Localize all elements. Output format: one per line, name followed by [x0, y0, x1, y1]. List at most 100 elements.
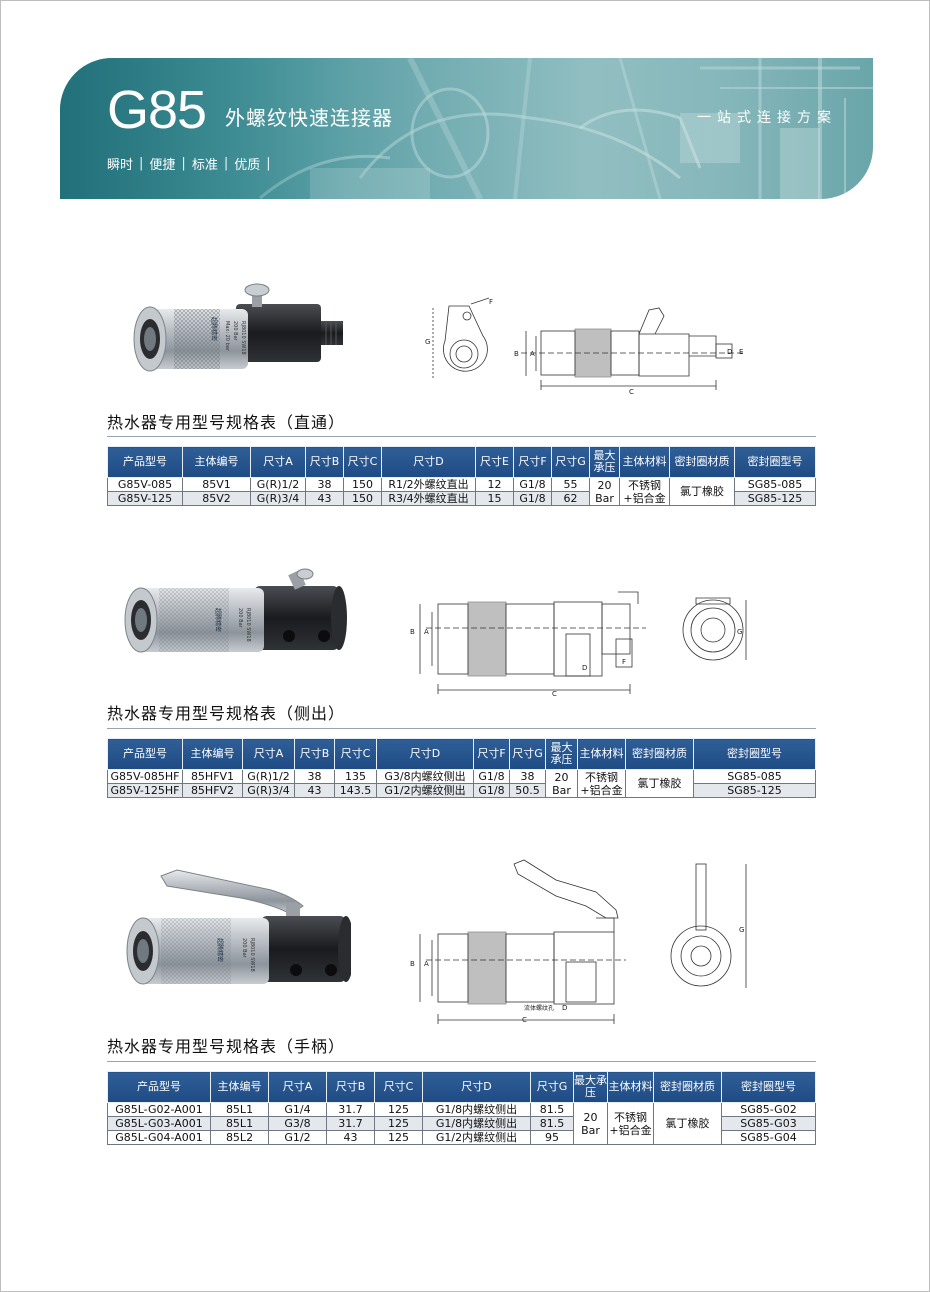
column-header: 尺寸D: [422, 1071, 531, 1103]
cell-seal-model: SG85-G02: [721, 1102, 816, 1117]
cell-dim-b: 31.7: [326, 1102, 375, 1117]
cell-dim-e: 15: [475, 491, 514, 506]
product-photo-straight: Max: 20 bar 200 Bar RJ8010 SW18 超腾精密: [133, 283, 343, 372]
photo-label-part: RJ8010 SW18: [245, 608, 251, 642]
section-divider: [107, 1061, 816, 1062]
cell-dim-f: G1/8: [513, 477, 552, 492]
column-header: 尺寸E: [475, 446, 514, 478]
dim-label: A: [424, 628, 429, 636]
cell-dim-a: G1/4: [268, 1102, 327, 1117]
column-header: 尺寸C: [334, 738, 377, 770]
product-photo-handle: 超腾精密 200 Bar RJ8010 SW18: [126, 869, 351, 985]
cell-body-no: 85HFV2: [182, 783, 243, 798]
column-header: 尺寸C: [374, 1071, 423, 1103]
table-row: G85V-085HF 85HFV1 G(R)1/2 38 135 G3/8内螺纹…: [107, 769, 816, 798]
dim-label: G: [737, 628, 742, 636]
cell-dim-d: R3/4外螺纹直出: [381, 491, 476, 506]
cell-dim-g: 62: [551, 491, 590, 506]
cell-material: 不锈钢+铝合金: [607, 1102, 654, 1145]
cell-seal-model: SG85-085: [693, 769, 816, 784]
cell-dim-b: 31.7: [326, 1116, 375, 1131]
cell-seal-material: 氯丁橡胶: [653, 1102, 722, 1145]
column-header: 尺寸B: [294, 738, 335, 770]
model-title: G85: [107, 80, 207, 140]
cell-dim-g: 81.5: [530, 1116, 574, 1131]
column-header: 最大承压: [545, 738, 578, 770]
cell-body-no: 85L1: [210, 1102, 269, 1117]
cell-dim-a: G(R)1/2: [250, 477, 306, 492]
cell-seal-material: 氯丁橡胶: [625, 769, 694, 798]
table-row: G85V-125 85V2 G(R)3/4 43 150 R3/4外螺纹直出 1…: [107, 491, 816, 506]
spec-table-straight: 产品型号 主体编号 尺寸A 尺寸B 尺寸C 尺寸D 尺寸E 尺寸F 尺寸G 最大…: [107, 446, 816, 506]
product-photo-side: 超腾精密 200 Bar RJ8010 SW18: [124, 568, 347, 653]
photo-label-part: RJ8010 SW18: [240, 321, 246, 355]
cell-model: G85V-085: [107, 477, 183, 492]
cell-body-no: 85V1: [182, 477, 251, 492]
column-header: 产品型号: [107, 738, 183, 770]
thread-hole-note: 流体螺纹孔: [524, 1004, 554, 1012]
brand-logo-text: 超腾精密: [216, 938, 224, 962]
cell-dim-d: R1/2外螺纹直出: [381, 477, 476, 492]
cell-material: 不锈钢+铝合金: [577, 769, 626, 798]
tag-separator: |: [181, 156, 186, 171]
cell-model: G85V-125HF: [107, 783, 183, 798]
tag-item: 标准: [191, 158, 218, 173]
dim-label: B: [410, 960, 415, 968]
technical-drawing-straight: G F B A D E C: [425, 297, 746, 396]
cell-body-no: 85V2: [182, 491, 251, 506]
cell-pressure: 20 Bar: [545, 769, 578, 798]
cell-dim-b: 38: [294, 769, 335, 784]
column-header: 尺寸B: [305, 446, 344, 478]
cell-dim-d: G1/2内螺纹侧出: [376, 783, 474, 798]
table-row: G85L-G04-A001 85L2 G1/2 43 125 G1/2内螺纹侧出…: [107, 1130, 816, 1145]
banner-subtitle: 外螺纹快速连接器: [225, 106, 393, 130]
table-row: G85L-G02-A001 85L1 G1/4 31.7 125 G1/8内螺纹…: [107, 1102, 816, 1145]
cell-dim-b: 43: [305, 491, 344, 506]
dim-label: G: [425, 338, 430, 346]
cell-body-no: 85HFV1: [182, 769, 243, 784]
column-header: 尺寸D: [376, 738, 474, 770]
cell-dim-a: G(R)3/4: [250, 491, 306, 506]
cell-model: G85L-G04-A001: [107, 1130, 211, 1145]
column-header: 尺寸G: [551, 446, 590, 478]
factory-scene-background: [60, 58, 873, 199]
column-header: 尺寸F: [513, 446, 552, 478]
cell-dim-c: 125: [374, 1116, 423, 1131]
cell-seal-model: SG85-085: [734, 477, 816, 492]
column-header: 尺寸G: [530, 1071, 574, 1103]
cell-dim-d: G1/2内螺纹侧出: [422, 1130, 531, 1145]
table-row: G85V-125HF 85HFV2 G(R)3/4 43 143.5 G1/2内…: [107, 783, 816, 798]
cell-dim-c: 125: [374, 1130, 423, 1145]
column-header: 产品型号: [107, 446, 183, 478]
column-header: 密封圈型号: [721, 1071, 816, 1103]
dim-label: G: [739, 926, 744, 934]
table-header-row: 产品型号 主体编号 尺寸A 尺寸B 尺寸C 尺寸D 尺寸E 尺寸F 尺寸G 最大…: [107, 446, 816, 478]
cell-dim-g: 50.5: [509, 783, 546, 798]
spec-table-handle: 产品型号 主体编号 尺寸A 尺寸B 尺寸C 尺寸D 尺寸G 最大承压 主体材料 …: [107, 1071, 816, 1145]
cell-model: G85V-085HF: [107, 769, 183, 784]
brand-logo-text: 超腾精密: [210, 317, 218, 341]
tag-separator: |: [266, 156, 271, 171]
column-header: 主体材料: [607, 1071, 654, 1103]
cell-dim-c: 150: [343, 491, 382, 506]
spec-table-side: 产品型号 主体编号 尺寸A 尺寸B 尺寸C 尺寸D 尺寸F 尺寸G 最大承压 主…: [107, 738, 816, 798]
cell-seal-material: 氯丁橡胶: [669, 477, 735, 506]
technical-drawing-handle: B A D C G 流体螺纹孔: [410, 859, 747, 1024]
dim-label: E: [739, 348, 743, 356]
photo-label-bar: 200 Bar: [232, 321, 238, 342]
column-header: 主体编号: [182, 738, 243, 770]
header-banner: G85 外螺纹快速连接器 一站式连接方案 瞬时| 便捷| 标准| 优质|: [60, 58, 873, 199]
cell-dim-c: 150: [343, 477, 382, 492]
cell-dim-b: 43: [294, 783, 335, 798]
dim-label: C: [629, 388, 634, 396]
dim-label: C: [552, 690, 557, 698]
cell-dim-a: G3/8: [268, 1116, 327, 1131]
section-divider: [107, 728, 816, 729]
column-header: 尺寸C: [343, 446, 382, 478]
cell-dim-g: 81.5: [530, 1102, 574, 1117]
cell-seal-model: SG85-125: [734, 491, 816, 506]
banner-slogan: 一站式连接方案: [697, 110, 837, 126]
dim-label: A: [424, 960, 429, 968]
cell-dim-c: 135: [334, 769, 377, 784]
